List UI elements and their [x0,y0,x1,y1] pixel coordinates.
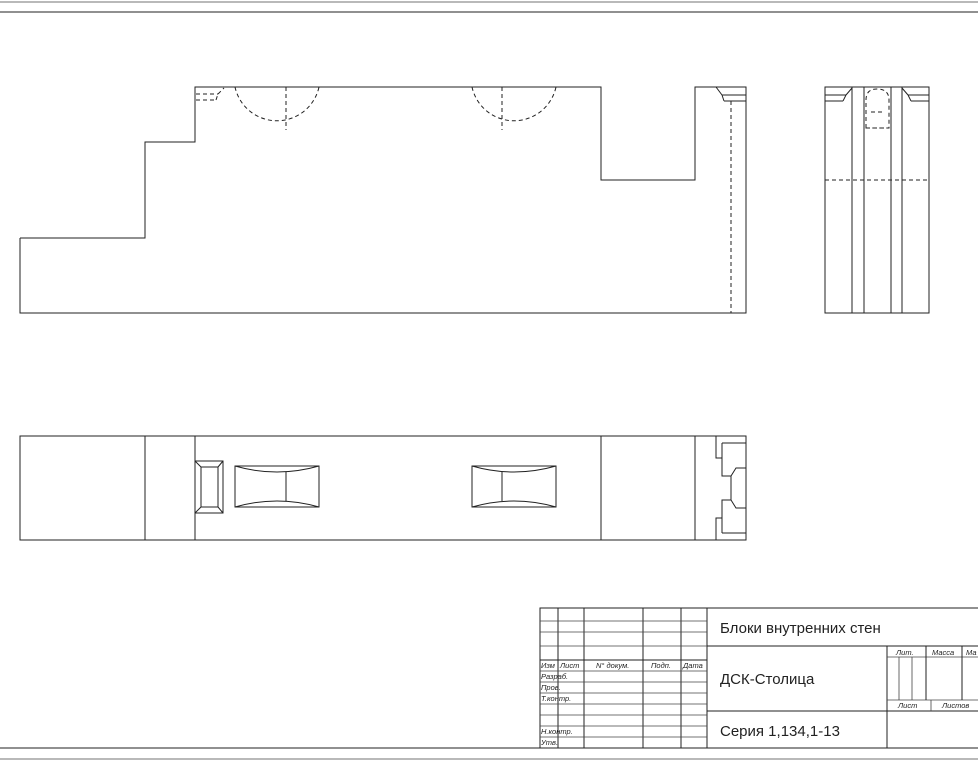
row-label-tkontr: Т.контр. [541,694,571,703]
organization-name: ДСК-Столица [720,671,815,688]
sheet-label: Лист [897,701,917,710]
sheets-label: Листов [941,701,969,710]
row-label-utv: Утв. [540,738,558,747]
col-header-date: Дата [682,661,703,670]
series-designation: Серия 1,134,1-13 [720,723,840,740]
massa-label: Масса [932,648,954,657]
masshtab-label: Ма [966,648,977,657]
plan-view [19,435,747,541]
row-label-razrab: Разраб. [541,672,568,681]
col-header-sign: Подп. [651,661,671,670]
row-label-nkontr: Н.контр. [541,727,573,736]
title-block: Изм Лист N° докум. Подп. Дата Разраб. Пр… [539,607,978,749]
row-label-prov: Пров. [541,683,561,692]
drawing-title: Блоки внутренних стен [720,620,881,637]
col-header-list: Лист [559,661,579,670]
side-view [824,86,930,314]
col-header-izm: Изм [541,661,555,670]
front-view [19,86,747,314]
col-header-doc: N° докум. [596,661,629,670]
lit-label: Лит. [895,648,914,657]
